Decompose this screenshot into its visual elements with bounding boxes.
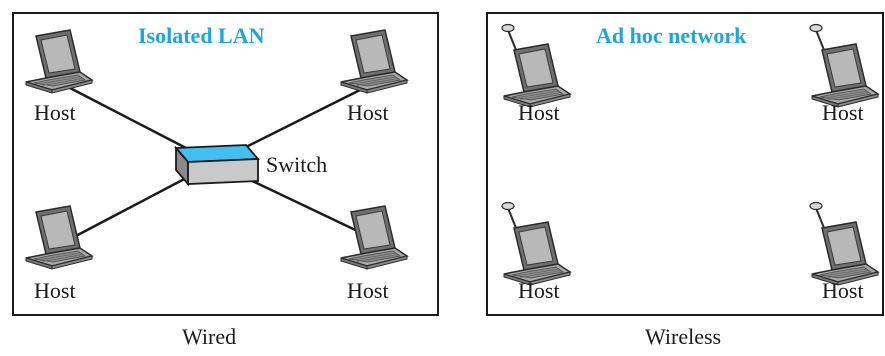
- wired-host-bottom-left: Host: [34, 278, 76, 303]
- wireless-caption: Wireless: [645, 324, 721, 349]
- wired-host-top-right: Host: [347, 100, 389, 125]
- switch-icon: [174, 144, 260, 187]
- switch-label: Switch: [266, 152, 327, 177]
- wireless-host-bottom-left: Host: [518, 278, 560, 303]
- cable-bottom-left: [71, 174, 191, 240]
- wired-caption: Wired: [182, 324, 236, 349]
- wired-panel: Switch Isolated LAN Host Host Host Host: [12, 12, 439, 316]
- wireless-host-top-left: Host: [518, 100, 560, 125]
- wired-host-top-left: Host: [34, 100, 76, 125]
- wireless-host-bottom-right: Host: [822, 278, 864, 303]
- wired-host-bottom-right: Host: [347, 278, 389, 303]
- cable-top-left: [69, 86, 187, 150]
- wireless-host-top-right: Host: [822, 100, 864, 125]
- wireless-title: Ad hoc network: [596, 23, 747, 48]
- wired-title: Isolated LAN: [138, 23, 265, 48]
- cable-bottom-right: [245, 176, 369, 238]
- cable-top-right: [243, 82, 373, 150]
- wireless-panel: Ad hoc network Host Host Host Host: [486, 12, 884, 316]
